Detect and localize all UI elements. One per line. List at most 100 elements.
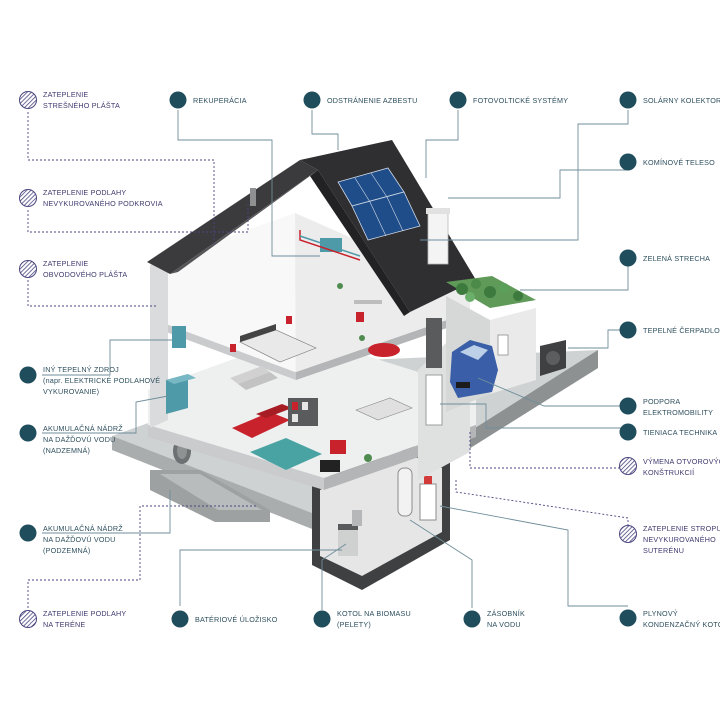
label-rekuperacia: REKUPERÁCIA xyxy=(193,95,247,106)
leader-plynovy xyxy=(439,505,628,607)
leader-solarny xyxy=(420,110,629,241)
label-line: ZATEPLENIE PODLAHY xyxy=(43,188,127,197)
label-line: PODPORA xyxy=(643,397,681,406)
teal-circle-icon xyxy=(169,91,187,109)
teal-circle-icon xyxy=(313,610,331,628)
callout-icons xyxy=(19,91,637,628)
label-line: (PODZEMNÁ) xyxy=(43,546,91,555)
label-fotovoltika: FOTOVOLTICKÉ SYSTÉMY xyxy=(473,95,568,106)
leader-bateriove xyxy=(179,549,342,606)
label-line: ZATEPLENIE xyxy=(43,259,89,268)
label-line: ZATEPLENIE STROPU xyxy=(643,524,720,533)
label-line: TIENIACA TECHNIKA xyxy=(643,428,718,437)
label-elektromobilita: PODPORA ELEKTROMOBILITY xyxy=(643,396,713,418)
teal-circle-icon xyxy=(619,609,637,627)
label-line: FOTOVOLTICKÉ SYSTÉMY xyxy=(473,96,569,105)
label-line: STREŠNÉHO PLÁŠTA xyxy=(43,101,120,110)
label-line: AKUMULAČNÁ NÁDRŽ xyxy=(43,524,123,533)
teal-circle-icon xyxy=(303,91,321,109)
hatch-circle-icon xyxy=(619,457,637,475)
label-line: ZATEPLENIE PODLAHY xyxy=(43,609,127,618)
label-azbest: ODSTRÁNENIE AZBESTU xyxy=(327,95,417,106)
teal-circle-icon xyxy=(171,610,189,628)
leader-elektromobilita xyxy=(477,377,628,407)
label-line: KONDENZAČNÝ KOTOL xyxy=(643,620,720,629)
label-line: NA DAŽĎOVÚ VODU xyxy=(43,535,116,544)
label-line: SOLÁRNY KOLEKTOR xyxy=(643,96,720,105)
leader-kotol xyxy=(321,543,347,610)
teal-circle-icon xyxy=(619,423,637,441)
leader-fotovoltika xyxy=(425,110,459,178)
label-line: (NADZEMNÁ) xyxy=(43,446,91,455)
teal-circle-icon xyxy=(463,610,481,628)
electric-car xyxy=(450,340,498,398)
teal-circle-icon xyxy=(619,153,637,171)
leader-lines xyxy=(27,110,629,610)
label-nadrz-podzemna: AKUMULAČNÁ NÁDRŽ NA DAŽĎOVÚ VODU (PODZEM… xyxy=(43,523,123,556)
label-line: (napr. ELEKTRICKÉ PODLAHOVÉ xyxy=(43,376,161,385)
leader-podlaha-teren xyxy=(27,505,258,608)
leader-zelena xyxy=(520,266,629,291)
label-line: NA DAŽĎOVÚ VODU xyxy=(43,435,116,444)
leader-nadrz-nadzemna xyxy=(42,395,169,434)
label-line: SUTERÉNU xyxy=(643,546,685,555)
label-line: PLYNOVÝ xyxy=(643,609,678,618)
label-solarny: SOLÁRNY KOLEKTOR xyxy=(643,95,720,106)
teal-circle-icon xyxy=(619,91,637,109)
chimney xyxy=(426,208,450,265)
house-illustration xyxy=(112,140,598,590)
label-zateplenie-strechy: ZATEPLENIE STREŠNÉHO PLÁŠTA xyxy=(43,89,120,111)
leader-obvodovy xyxy=(27,280,158,307)
hatch-circle-icon xyxy=(19,610,37,628)
leader-podkrovie xyxy=(27,204,249,233)
label-zelena: ZELENÁ STRECHA xyxy=(643,253,710,264)
label-bateriove: BATÉRIOVÉ ÚLOŽISKO xyxy=(195,614,278,625)
hatch-circle-icon xyxy=(619,525,637,543)
label-line: NEVYKUROVANÉHO xyxy=(643,535,716,544)
label-line: (PELETY) xyxy=(337,620,371,629)
label-zateplenie-podkrovia: ZATEPLENIE PODLAHY NEVYKUROVANÉHO PODKRO… xyxy=(43,187,163,209)
label-line: REKUPERÁCIA xyxy=(193,96,247,105)
label-zasobnik: ZÁSOBNÍK NA VODU xyxy=(487,608,525,630)
label-line: ZATEPLENIE xyxy=(43,90,89,99)
label-line: AKUMULAČNÁ NÁDRŽ xyxy=(43,424,123,433)
teal-circle-icon xyxy=(449,91,467,109)
rain-tank-aboveground xyxy=(166,374,196,414)
teal-circle-icon xyxy=(619,397,637,415)
leader-cerpadlo xyxy=(568,329,628,349)
label-iny-zdroj: INÝ TEPELNÝ ZDROJ (napr. ELEKTRICKÉ PODL… xyxy=(43,364,160,397)
hatch-circle-icon xyxy=(19,189,37,207)
label-kotol: KOTOL NA BIOMASU (PELETY) xyxy=(337,608,411,630)
leader-tienenie xyxy=(440,403,628,429)
label-line: KOMÍNOVÉ TELESO xyxy=(643,158,715,167)
label-plynovy: PLYNOVÝ KONDENZAČNÝ KOTOL xyxy=(643,608,720,630)
leader-suteren xyxy=(455,480,629,534)
leader-otvory xyxy=(469,430,628,469)
label-line: KOTOL NA BIOMASU xyxy=(337,609,411,618)
label-podlaha-teren: ZATEPLENIE PODLAHY NA TERÉNE xyxy=(43,608,126,630)
label-suteren: ZATEPLENIE STROPU NEVYKUROVANÉHO SUTERÉN… xyxy=(643,523,720,556)
label-tienenie: TIENIACA TECHNIKA xyxy=(643,427,717,438)
label-line: NA TERÉNE xyxy=(43,620,86,629)
hatch-circle-icon xyxy=(19,260,37,278)
label-line: ZÁSOBNÍK xyxy=(487,609,525,618)
label-line: OBVODOVÉHO PLÁŠTA xyxy=(43,270,128,279)
label-line: VYKUROVANIE) xyxy=(43,387,100,396)
label-line: VÝMENA OTVOROVÝCH xyxy=(643,457,720,466)
label-otvory: VÝMENA OTVOROVÝCH KONŠTRUKCIÍ xyxy=(643,456,720,478)
pv-panels xyxy=(337,167,421,241)
heat-pump-unit xyxy=(540,340,566,376)
leader-rekuperacia xyxy=(177,110,320,257)
teal-circle-icon xyxy=(19,366,37,384)
label-line: ZELENÁ STRECHA xyxy=(643,254,711,263)
label-nadrz-nadzemna: AKUMULAČNÁ NÁDRŽ NA DAŽĎOVÚ VODU (NADZEM… xyxy=(43,423,123,456)
label-line: TEPELNÉ ČERPADLO xyxy=(643,326,720,335)
leader-zasobnik xyxy=(409,519,473,608)
teal-circle-icon xyxy=(619,321,637,339)
label-line: NEVYKUROVANÉHO PODKROVIA xyxy=(43,199,163,208)
left-wall xyxy=(150,258,168,428)
teal-circle-icon xyxy=(19,424,37,442)
label-obvodovy-plast: ZATEPLENIE OBVODOVÉHO PLÁŠTA xyxy=(43,258,127,280)
label-line: ELEKTROMOBILITY xyxy=(643,408,714,417)
